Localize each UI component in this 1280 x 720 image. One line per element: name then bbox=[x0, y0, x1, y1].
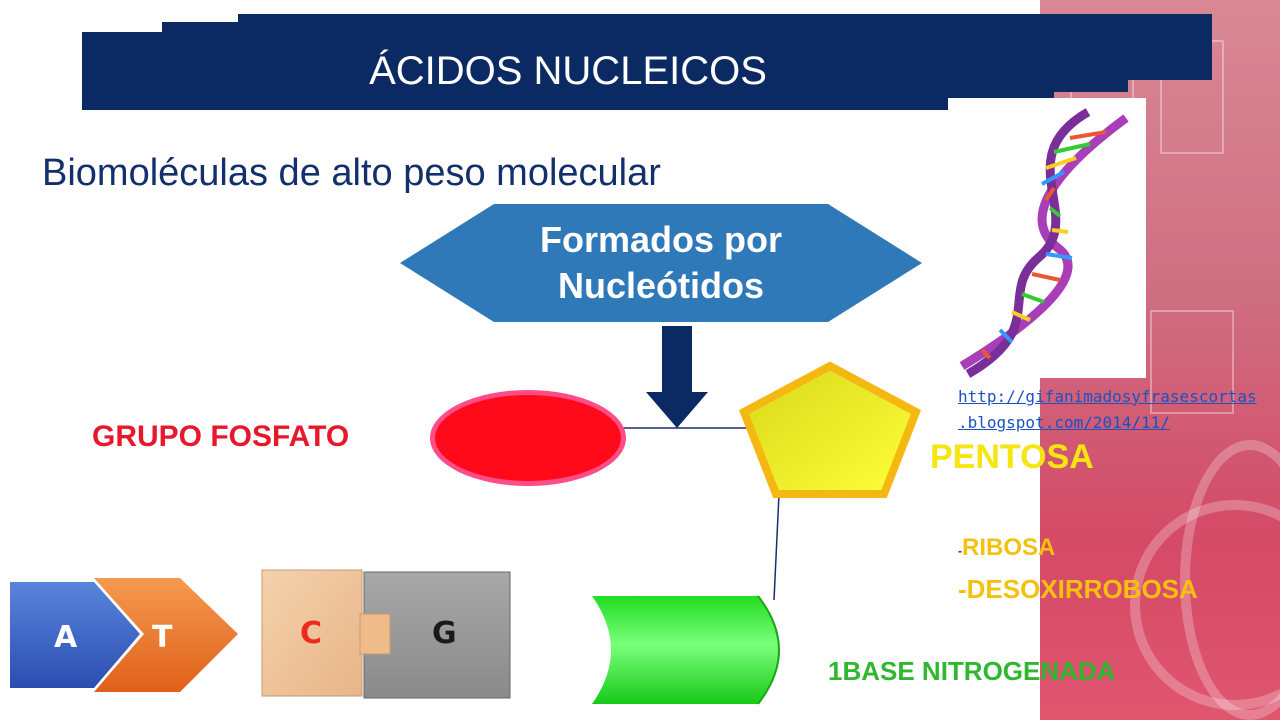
nitrogenous-base-shape bbox=[592, 595, 780, 705]
nucleotides-hexagon: Formados por Nucleótidos bbox=[400, 204, 922, 322]
pentose-pentagon bbox=[738, 361, 922, 498]
cytosine-letter: C bbox=[300, 616, 323, 651]
phosphate-group-shape bbox=[430, 390, 626, 486]
hexagon-line-1: Formados por bbox=[539, 219, 782, 260]
deoxyribose-label: -DESOXIRROBOSA bbox=[958, 574, 1198, 604]
thymine-letter: T bbox=[152, 620, 173, 655]
slide-subtitle: Biomoléculas de alto peso molecular bbox=[42, 152, 661, 194]
slide-title: ÁCIDOS NUCLEICOS bbox=[369, 48, 767, 93]
down-arrow-icon bbox=[646, 326, 708, 428]
image-source-line-1[interactable]: http://gifanimadosyfrasescortas bbox=[958, 387, 1257, 406]
cytosine-guanine-pair bbox=[261, 569, 511, 699]
image-source-line-2[interactable]: .blogspot.com/2014/11/ bbox=[958, 413, 1170, 432]
dna-helix-image bbox=[948, 98, 1146, 378]
image-source-link[interactable]: http://gifanimadosyfrasescortas .blogspo… bbox=[958, 384, 1274, 436]
ribose-label: RIBOSA bbox=[962, 534, 1056, 561]
nitrogenous-base-label: 1BASE NITROGENADA bbox=[828, 656, 1116, 686]
adenine-thymine-pair bbox=[10, 578, 238, 692]
hexagon-line-2: Nucleótidos bbox=[557, 265, 764, 306]
adenine-letter: A bbox=[54, 620, 78, 655]
guanine-letter: G bbox=[432, 616, 457, 651]
ribose-dash: - bbox=[958, 544, 962, 558]
title-banner: ÁCIDOS NUCLEICOS bbox=[82, 32, 1054, 110]
pentose-label: PENTOSA bbox=[930, 438, 1094, 476]
ribose-item: -RIBOSA bbox=[958, 534, 1055, 562]
phosphate-label: GRUPO FOSFATO bbox=[92, 420, 350, 453]
